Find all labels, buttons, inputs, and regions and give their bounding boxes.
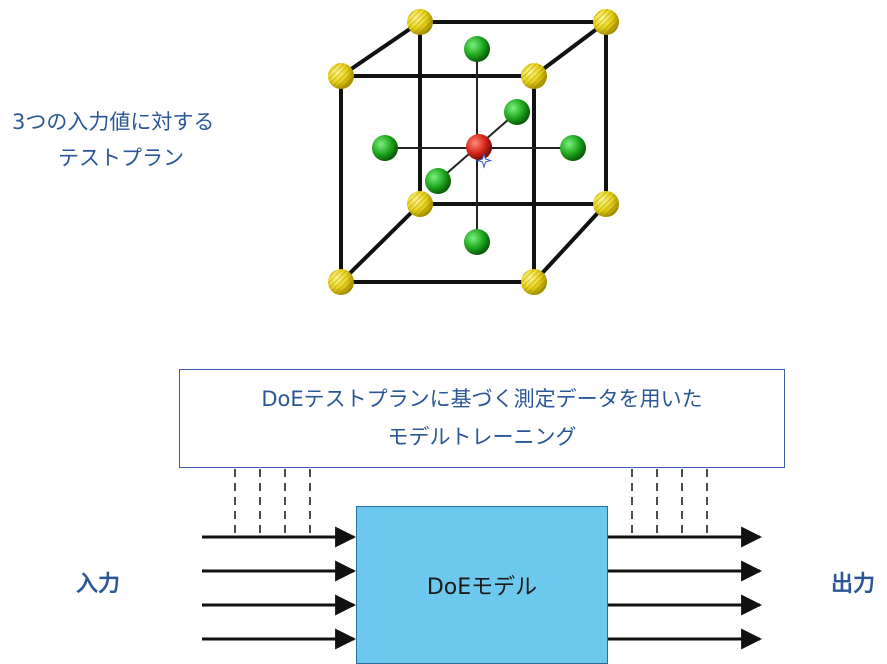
input-arrows [202, 526, 357, 650]
cube-front-face [339, 74, 536, 284]
model-training-box: DoEテストプランに基づく測定データを用いた モデルトレーニング [179, 369, 785, 468]
cube-back-face [418, 20, 608, 206]
corner-points [328, 9, 619, 295]
training-dashed-links-left [234, 469, 311, 537]
face-center-points [372, 36, 586, 255]
caption-line-2: テストプラン [58, 146, 184, 170]
doe-model-box: DoEモデル [356, 506, 608, 664]
training-dashed-links-right [631, 469, 708, 537]
training-line-2: モデルトレーニング [387, 425, 577, 449]
doe-cube-diagram [328, 9, 619, 295]
training-line-1: DoEテストプランに基づく測定データを用いた [261, 387, 703, 411]
output-label: 出力 [831, 572, 876, 597]
center-point [466, 134, 493, 169]
test-plan-caption: 3つの入力値に対する テストプラン [8, 104, 258, 176]
cube-depth-edges [339, 20, 608, 284]
doe-model-label: DoEモデル [426, 575, 538, 600]
input-label: 入力 [76, 572, 121, 597]
caption-line-1: 3つの入力値に対する [12, 110, 215, 134]
output-arrows [608, 526, 763, 650]
